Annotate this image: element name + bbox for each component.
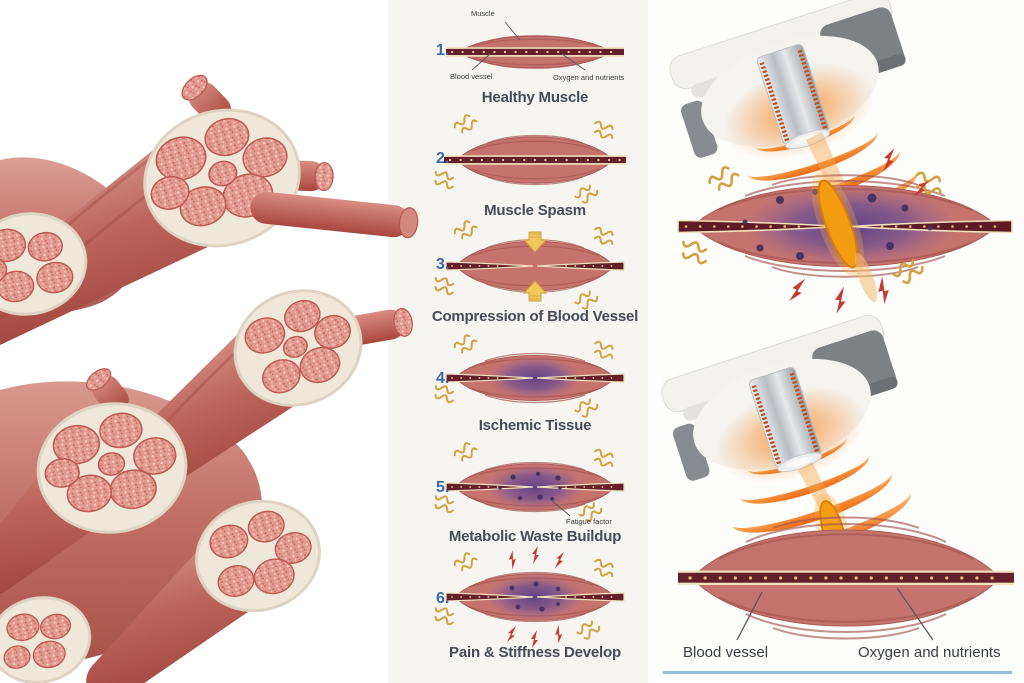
stage-2-muscle-figure bbox=[429, 111, 626, 207]
muscle-fiber-rod bbox=[250, 191, 419, 239]
callout-fatigue-factor: Fatigue factor bbox=[566, 517, 612, 526]
callout-oxygen-nutrients: Oxygen and nutrients bbox=[553, 73, 625, 82]
muscle-bundle bbox=[0, 212, 88, 316]
stage-number-3: 3. bbox=[436, 256, 450, 273]
stage-label-compression: Compression of Blood Vessel bbox=[431, 308, 639, 325]
muscle-bundle bbox=[86, 499, 321, 683]
stage-5-muscle-figure bbox=[429, 439, 625, 525]
muscle-relaxed-figure bbox=[678, 516, 1014, 641]
stage-number-5: 5. bbox=[436, 479, 450, 496]
muscle-bundle bbox=[0, 596, 92, 683]
stage-4-muscle-figure bbox=[429, 331, 625, 421]
callout-blood-vessel: Blood vessel bbox=[450, 72, 493, 81]
energy-beam-streak bbox=[806, 132, 846, 194]
stages-panel-background bbox=[388, 0, 648, 683]
muscle-treated-figure bbox=[675, 146, 1013, 314]
muscle-bundle bbox=[0, 368, 188, 596]
stage-label-healthy-muscle: Healthy Muscle bbox=[481, 89, 589, 106]
muscle-bundles-illustration bbox=[0, 74, 419, 683]
waste-dots bbox=[509, 581, 561, 612]
energy-beam bbox=[811, 170, 878, 303]
stage-label-pain-stiffness: Pain & Stiffness Develop bbox=[449, 644, 621, 661]
stage-3-muscle-figure bbox=[429, 217, 625, 313]
callout-oxygen-nutrients-right: Oxygen and nutrients bbox=[858, 644, 1001, 661]
callout-muscle: Muscle bbox=[471, 9, 495, 18]
stage-6-muscle-figure bbox=[429, 546, 625, 648]
stage-number-2: 2. bbox=[436, 150, 450, 167]
waste-dots bbox=[498, 471, 562, 501]
stage-label-ischemic-tissue: Ischemic Tissue bbox=[478, 417, 592, 434]
stage-number-4: 4. bbox=[436, 370, 450, 387]
stage-number-6: 6. bbox=[436, 590, 450, 607]
stage-label-metabolic-waste: Metabolic Waste Buildup bbox=[448, 528, 622, 545]
divider-line bbox=[663, 671, 1012, 674]
callout-blood-vessel-right: Blood vessel bbox=[683, 644, 769, 661]
stage-number-1: 1. bbox=[436, 42, 450, 59]
stage-1-muscle-figure bbox=[446, 21, 624, 71]
stage-label-muscle-spasm: Muscle Spasm bbox=[484, 202, 586, 219]
energy-beam-streak bbox=[798, 462, 832, 510]
